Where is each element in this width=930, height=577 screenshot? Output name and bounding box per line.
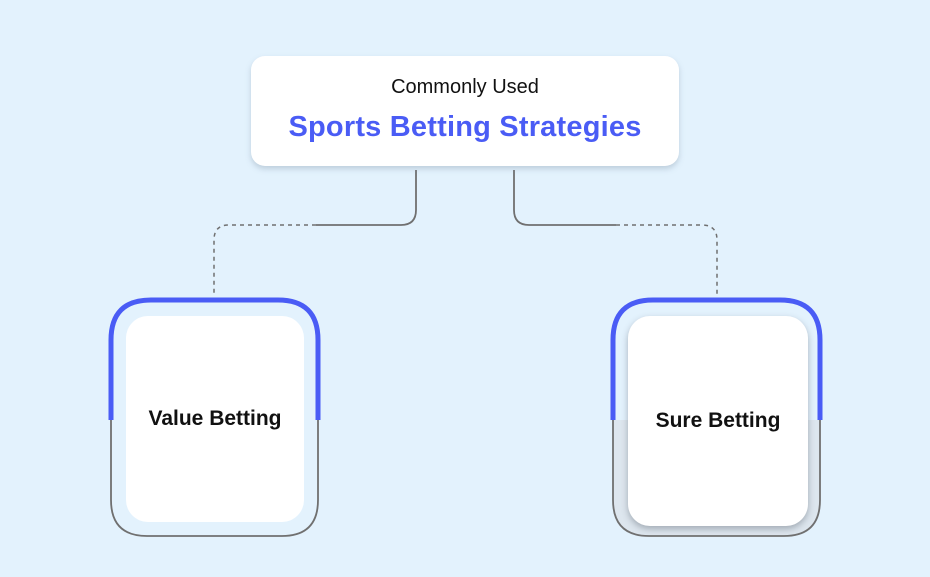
- sure-betting-card: Sure Betting: [628, 316, 808, 526]
- value-betting-label: Value Betting: [148, 407, 282, 430]
- connector-right-dashed: [616, 224, 718, 296]
- title-main: Sports Betting Strategies: [288, 111, 642, 143]
- connector-left-dashed: [213, 224, 316, 296]
- left-card-frame: [108, 297, 321, 537]
- title-box: Commonly Used Sports Betting Strategies: [251, 56, 679, 166]
- sure-betting-label: Sure Betting: [655, 409, 781, 432]
- connector-right-solid: [513, 170, 616, 226]
- title-subtitle: Commonly Used: [391, 76, 539, 98]
- value-betting-card: Value Betting: [126, 316, 304, 522]
- connector-left-solid: [316, 170, 417, 226]
